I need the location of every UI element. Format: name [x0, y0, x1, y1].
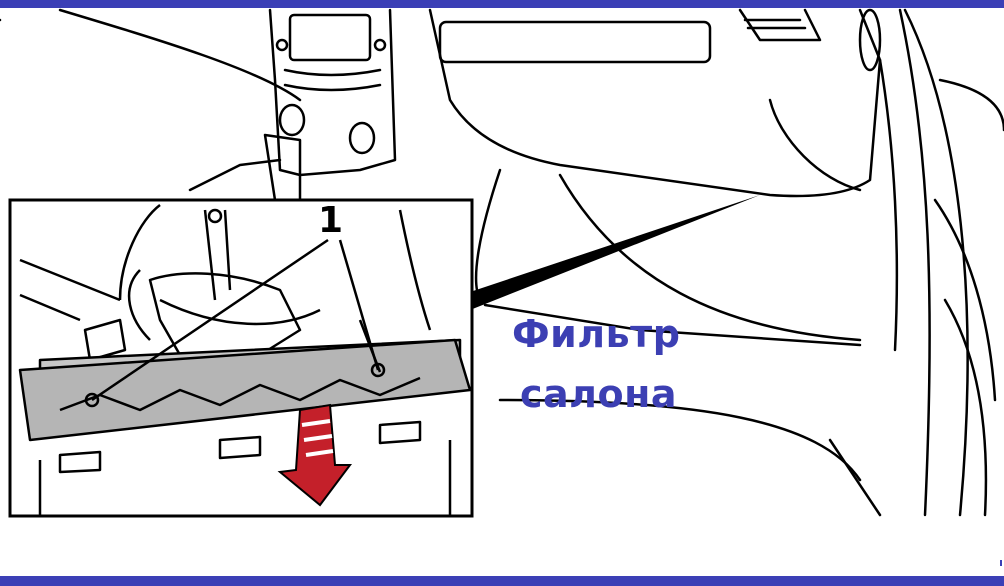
pull-direction-arrow [277, 403, 352, 507]
knob-right [348, 121, 376, 155]
top-frame-band [0, 0, 1004, 8]
door-pillar [898, 8, 931, 517]
callout-label-line-1: Фильтр [512, 312, 681, 356]
dashboard-illustration [0, 8, 1004, 566]
center-console-outline [268, 8, 302, 177]
callout-label-line-2: салона [520, 372, 678, 416]
bottom-frame-band [0, 576, 1004, 586]
part-number-label: 1 [318, 200, 344, 241]
pointer-wedge [470, 195, 760, 310]
shift-lever [263, 133, 302, 202]
filter-housing-inset [8, 198, 474, 518]
glove-box-handle-recess [438, 20, 712, 64]
glove-box-outline [428, 8, 882, 198]
knob-left [278, 103, 306, 137]
radio-panel [288, 13, 372, 62]
